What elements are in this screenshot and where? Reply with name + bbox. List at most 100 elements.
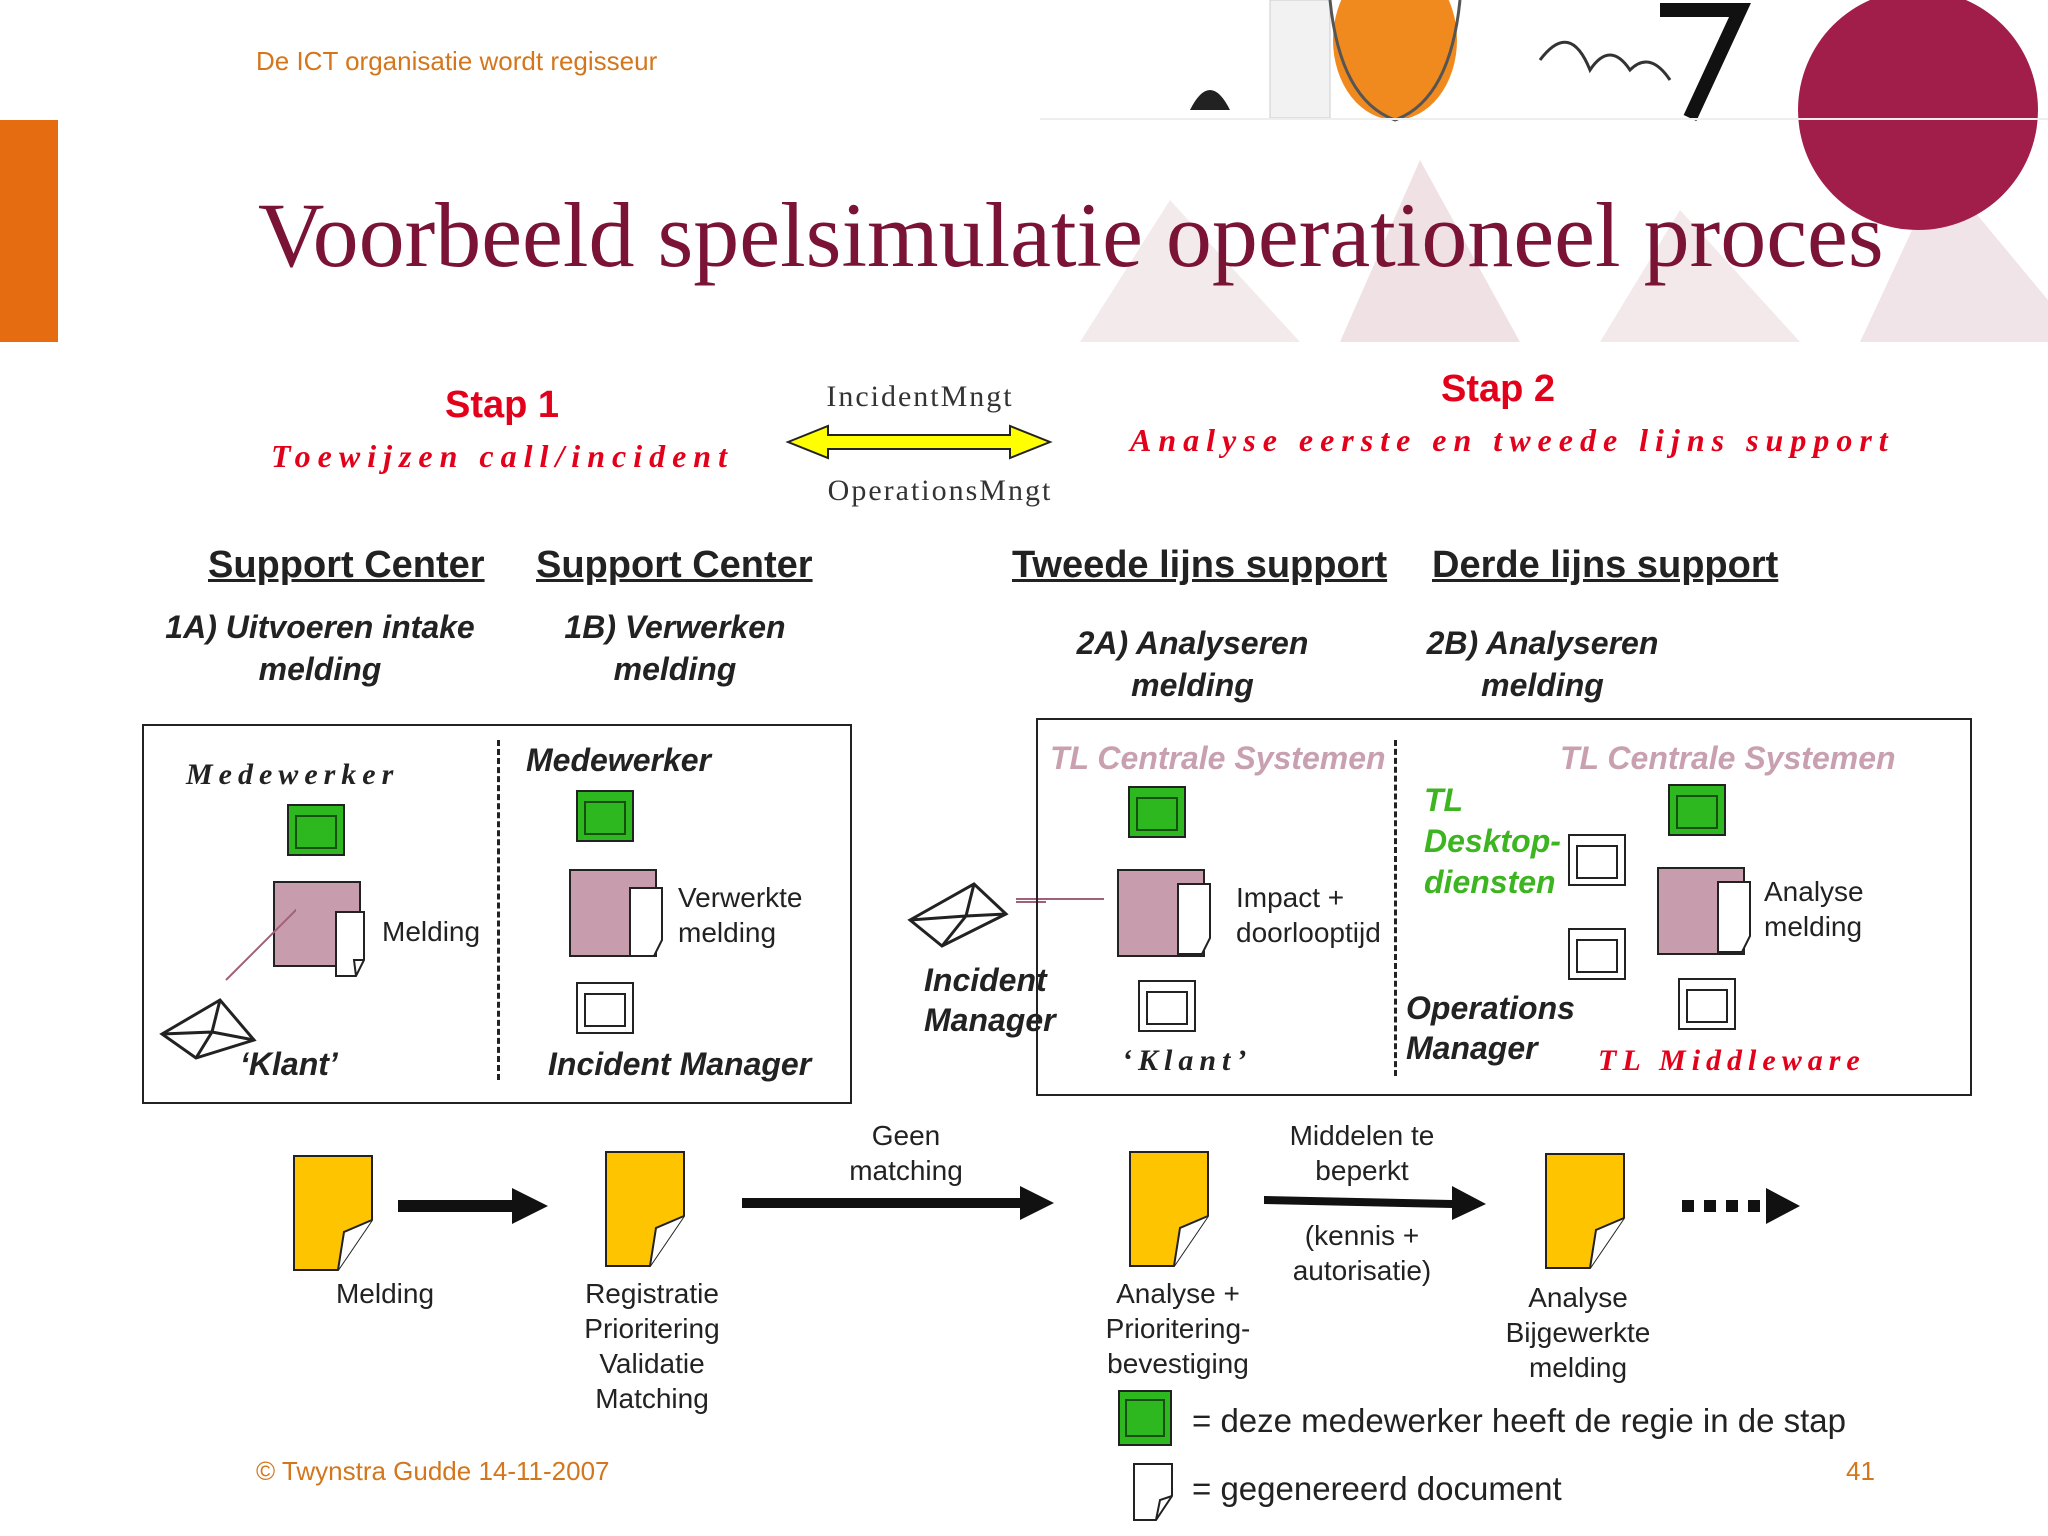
flow-bijgewerkte-line1: Analyse <box>1528 1282 1628 1313</box>
operations-manager-label: Operations Manager <box>1406 988 1575 1068</box>
legend-doc-icon <box>1133 1463 1173 1521</box>
tl-centrale-right: TL Centrale Systemen <box>1560 740 1896 776</box>
column-sub-2a: 2A) Analyseren melding <box>1030 622 1355 706</box>
stap2-subtitle: Analyse eerste en tweede lijns support <box>1130 422 1895 458</box>
envelope-icon <box>907 882 1046 948</box>
flow-melding-label: Melding <box>310 1276 460 1311</box>
analyse-document-icon <box>1657 867 1751 955</box>
column-head-derde-lijns: Derde lijns support <box>1432 544 1779 586</box>
envelope-icon <box>159 908 296 1060</box>
column-sub-2b-line2: melding <box>1481 667 1604 703</box>
column-sub-2a-line1: 2A) Analyseren <box>1076 625 1309 661</box>
flow-registratie-label: Registratie Prioritering Validatie Match… <box>552 1276 752 1416</box>
verwerkte-document-icon <box>569 869 663 957</box>
incident-manager-line2: Manager <box>924 1002 1056 1038</box>
arrow-right-icon <box>398 1188 548 1224</box>
legend-doc-text: = gegenereerd document <box>1192 1470 1562 1507</box>
connector-line <box>1016 898 1104 900</box>
stap2-box <box>1036 718 1972 1096</box>
flow-bijgewerkte-label: Analyse Bijgewerkte melding <box>1478 1280 1678 1385</box>
verwerkte-line2: melding <box>678 917 777 948</box>
staff-empty-icon <box>1568 834 1626 886</box>
tl-desktop-line2: Desktop- <box>1424 823 1561 859</box>
operations-line1: Operations <box>1406 990 1575 1026</box>
analyse-melding-label: Analyse melding <box>1764 874 1864 944</box>
kennis-label: (kennis + autorisatie) <box>1262 1218 1462 1288</box>
column-sub-1a: 1A) Uitvoeren intake melding <box>130 606 510 690</box>
flow-registratie-line1: Registratie <box>585 1278 719 1309</box>
incident-manager-label: Incident Manager <box>924 960 1056 1040</box>
melding-document-icon <box>273 881 365 977</box>
analyse-line1: Analyse <box>1764 876 1864 907</box>
kennis-line1: (kennis + <box>1304 1220 1420 1251</box>
legend-green-icon <box>1118 1390 1172 1446</box>
geen-matching-line2: matching <box>849 1155 963 1186</box>
verwerkte-melding-label: Verwerkte melding <box>678 880 803 950</box>
column-sub-2b-line1: 2B) Analyseren <box>1426 625 1659 661</box>
column-head-support-center-b: Support Center <box>536 544 813 586</box>
tl-middleware-label: TL Middleware <box>1598 1044 1866 1077</box>
staff-empty-icon <box>576 982 634 1034</box>
staff-green-icon <box>1668 784 1726 836</box>
column-sub-1b: 1B) Verwerken melding <box>515 606 835 690</box>
page-title: Voorbeeld spelsimulatie operationeel pro… <box>258 184 1884 286</box>
impact-label: Impact + doorlooptijd <box>1236 880 1381 950</box>
kennis-line2: autorisatie) <box>1292 1255 1432 1286</box>
staff-green-icon <box>287 804 345 856</box>
analyse-prioritering-doc-icon <box>1129 1151 1209 1267</box>
klant-label-box2: ‘Klant’ <box>1122 1044 1253 1077</box>
tl-desktop-diensten: TL Desktop- diensten <box>1424 780 1561 903</box>
staff-empty-icon <box>1138 980 1196 1032</box>
bijgewerkte-doc-icon <box>1545 1153 1625 1269</box>
incident-manager-line1: Incident <box>924 962 1047 998</box>
arrow-right-icon <box>742 1186 1054 1220</box>
medewerker-label-b: Medewerker <box>526 742 711 778</box>
legend-green-text: = deze medewerker heeft de regie in de s… <box>1192 1402 1846 1439</box>
flow-bijgewerkte-line3: melding <box>1528 1352 1628 1383</box>
flow-analyse-line3: bevestiging <box>1107 1348 1249 1379</box>
flow-registratie-line2: Prioritering <box>584 1313 720 1344</box>
arrow-right-icon <box>1264 1186 1486 1220</box>
flow-registratie-line3: Validatie <box>599 1348 705 1379</box>
accent-bar <box>0 120 58 342</box>
column-sub-2a-line2: melding <box>1131 667 1254 703</box>
column-head-tweede-lijns: Tweede lijns support <box>1012 544 1388 586</box>
arrow-label-operationsmngt: OperationsMngt <box>827 474 1053 507</box>
stap1-title: Stap 1 <box>444 384 560 426</box>
header-text: De ICT organisatie wordt regisseur <box>256 46 658 76</box>
stap1-subtitle: Toewijzen call/incident <box>271 438 734 474</box>
footer-copyright: © Twynstra Gudde 14-11-2007 <box>256 1456 610 1486</box>
stap2-title: Stap 2 <box>1440 368 1556 410</box>
stap2-divider <box>1394 740 1397 1076</box>
flow-analyse-line2: Prioritering- <box>1105 1313 1251 1344</box>
column-head-support-center-a: Support Center <box>208 544 485 586</box>
flow-analyse-line1: Analyse + <box>1116 1278 1240 1309</box>
staff-green-icon <box>576 790 634 842</box>
melding-doc-icon <box>293 1155 373 1271</box>
middelen-label: Middelen te beperkt <box>1262 1118 1462 1188</box>
stap1-box <box>142 724 852 1104</box>
medewerker-label-a: Medewerker <box>186 758 400 791</box>
page-number: 41 <box>1846 1456 1875 1486</box>
staff-empty-icon <box>1678 978 1736 1030</box>
klant-label: ‘Klant’ <box>240 1046 338 1082</box>
arrow-label-incidentmngt: IncidentMngt <box>826 380 1014 413</box>
impact-document-icon <box>1117 869 1211 957</box>
geen-matching-label: Geen matching <box>806 1118 1006 1188</box>
analyse-line2: melding <box>1764 911 1863 942</box>
middelen-line2: beperkt <box>1315 1155 1409 1186</box>
tl-centrale-left: TL Centrale Systemen <box>1050 740 1386 776</box>
impact-line2: doorlooptijd <box>1236 917 1381 948</box>
tl-desktop-line1: TL <box>1424 782 1464 818</box>
staff-empty-icon <box>1568 928 1626 980</box>
column-sub-1a-line1: 1A) Uitvoeren intake <box>165 609 475 645</box>
column-sub-1b-line2: melding <box>613 651 737 687</box>
stap1-divider <box>497 740 500 1080</box>
column-sub-1a-line2: melding <box>258 651 382 687</box>
melding-label: Melding <box>382 916 481 947</box>
verwerkte-line1: Verwerkte <box>678 882 803 913</box>
dotted-arrow-icon <box>1682 1188 1800 1224</box>
flow-bijgewerkte-line2: Bijgewerkte <box>1505 1317 1651 1348</box>
flow-analyse-label: Analyse + Prioritering- bevestiging <box>1068 1276 1288 1381</box>
middelen-line1: Middelen te <box>1289 1120 1435 1151</box>
